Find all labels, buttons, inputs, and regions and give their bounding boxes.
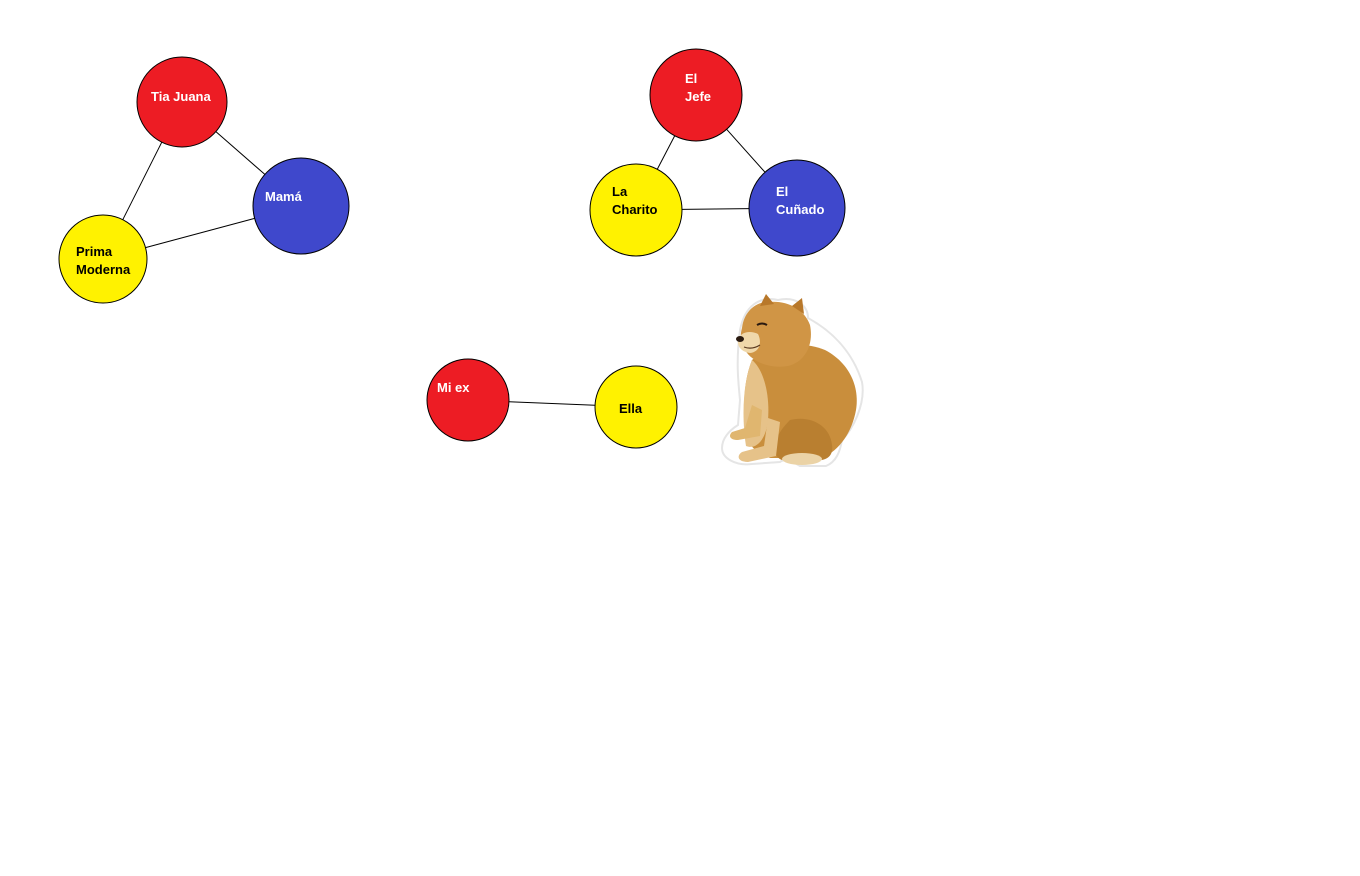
group-ex: Mi ex Ella <box>426 358 678 449</box>
node-circle-prima-moderna <box>58 214 148 304</box>
node-label-el-cunado-0: El <box>776 184 788 199</box>
node-label-tia-juana-0: Tia Juana <box>151 89 212 104</box>
node-circle-el-cunado <box>748 159 846 257</box>
edges-layer <box>122 128 766 406</box>
node-label-prima-moderna-0: Prima <box>76 244 113 259</box>
edge-la-charito-el-cunado <box>681 208 750 210</box>
edge-mi-ex-ella <box>508 401 596 406</box>
node-circle-el-jefe <box>649 48 743 142</box>
node-label-prima-moderna-1: Moderna <box>76 262 131 277</box>
node-circle-ella <box>594 365 678 449</box>
node-circle-la-charito <box>589 163 683 257</box>
node-mi-ex: Mi ex <box>426 358 510 442</box>
node-circle-tia-juana <box>136 56 228 148</box>
edge-tia-juana-prima-moderna <box>122 141 163 220</box>
node-label-la-charito-1: Charito <box>612 202 658 217</box>
node-mama: Mamá <box>252 157 350 255</box>
node-label-el-cunado-1: Cuñado <box>776 202 824 217</box>
edge-tia-juana-mama <box>215 131 266 175</box>
node-ella: Ella <box>594 365 678 449</box>
nodes-layer: Tia JuanaMamáPrimaModernaElJefeElCuñadoL… <box>58 48 846 449</box>
node-label-el-jefe-1: Jefe <box>685 89 711 104</box>
node-label-ella-0: Ella <box>619 401 643 416</box>
node-label-el-jefe-0: El <box>685 71 697 86</box>
edge-el-jefe-el-cunado <box>726 128 766 173</box>
edge-el-jefe-la-charito <box>656 135 676 170</box>
node-circle-mi-ex <box>426 358 510 442</box>
shiba-dog-image <box>720 294 864 467</box>
node-label-la-charito-0: La <box>612 184 628 199</box>
node-label-mama-0: Mamá <box>265 189 303 204</box>
edge-prima-moderna-mama <box>145 217 255 249</box>
node-circle-mama <box>252 157 350 255</box>
node-label-mi-ex-0: Mi ex <box>437 380 470 395</box>
node-tia-juana: Tia Juana <box>136 56 228 148</box>
